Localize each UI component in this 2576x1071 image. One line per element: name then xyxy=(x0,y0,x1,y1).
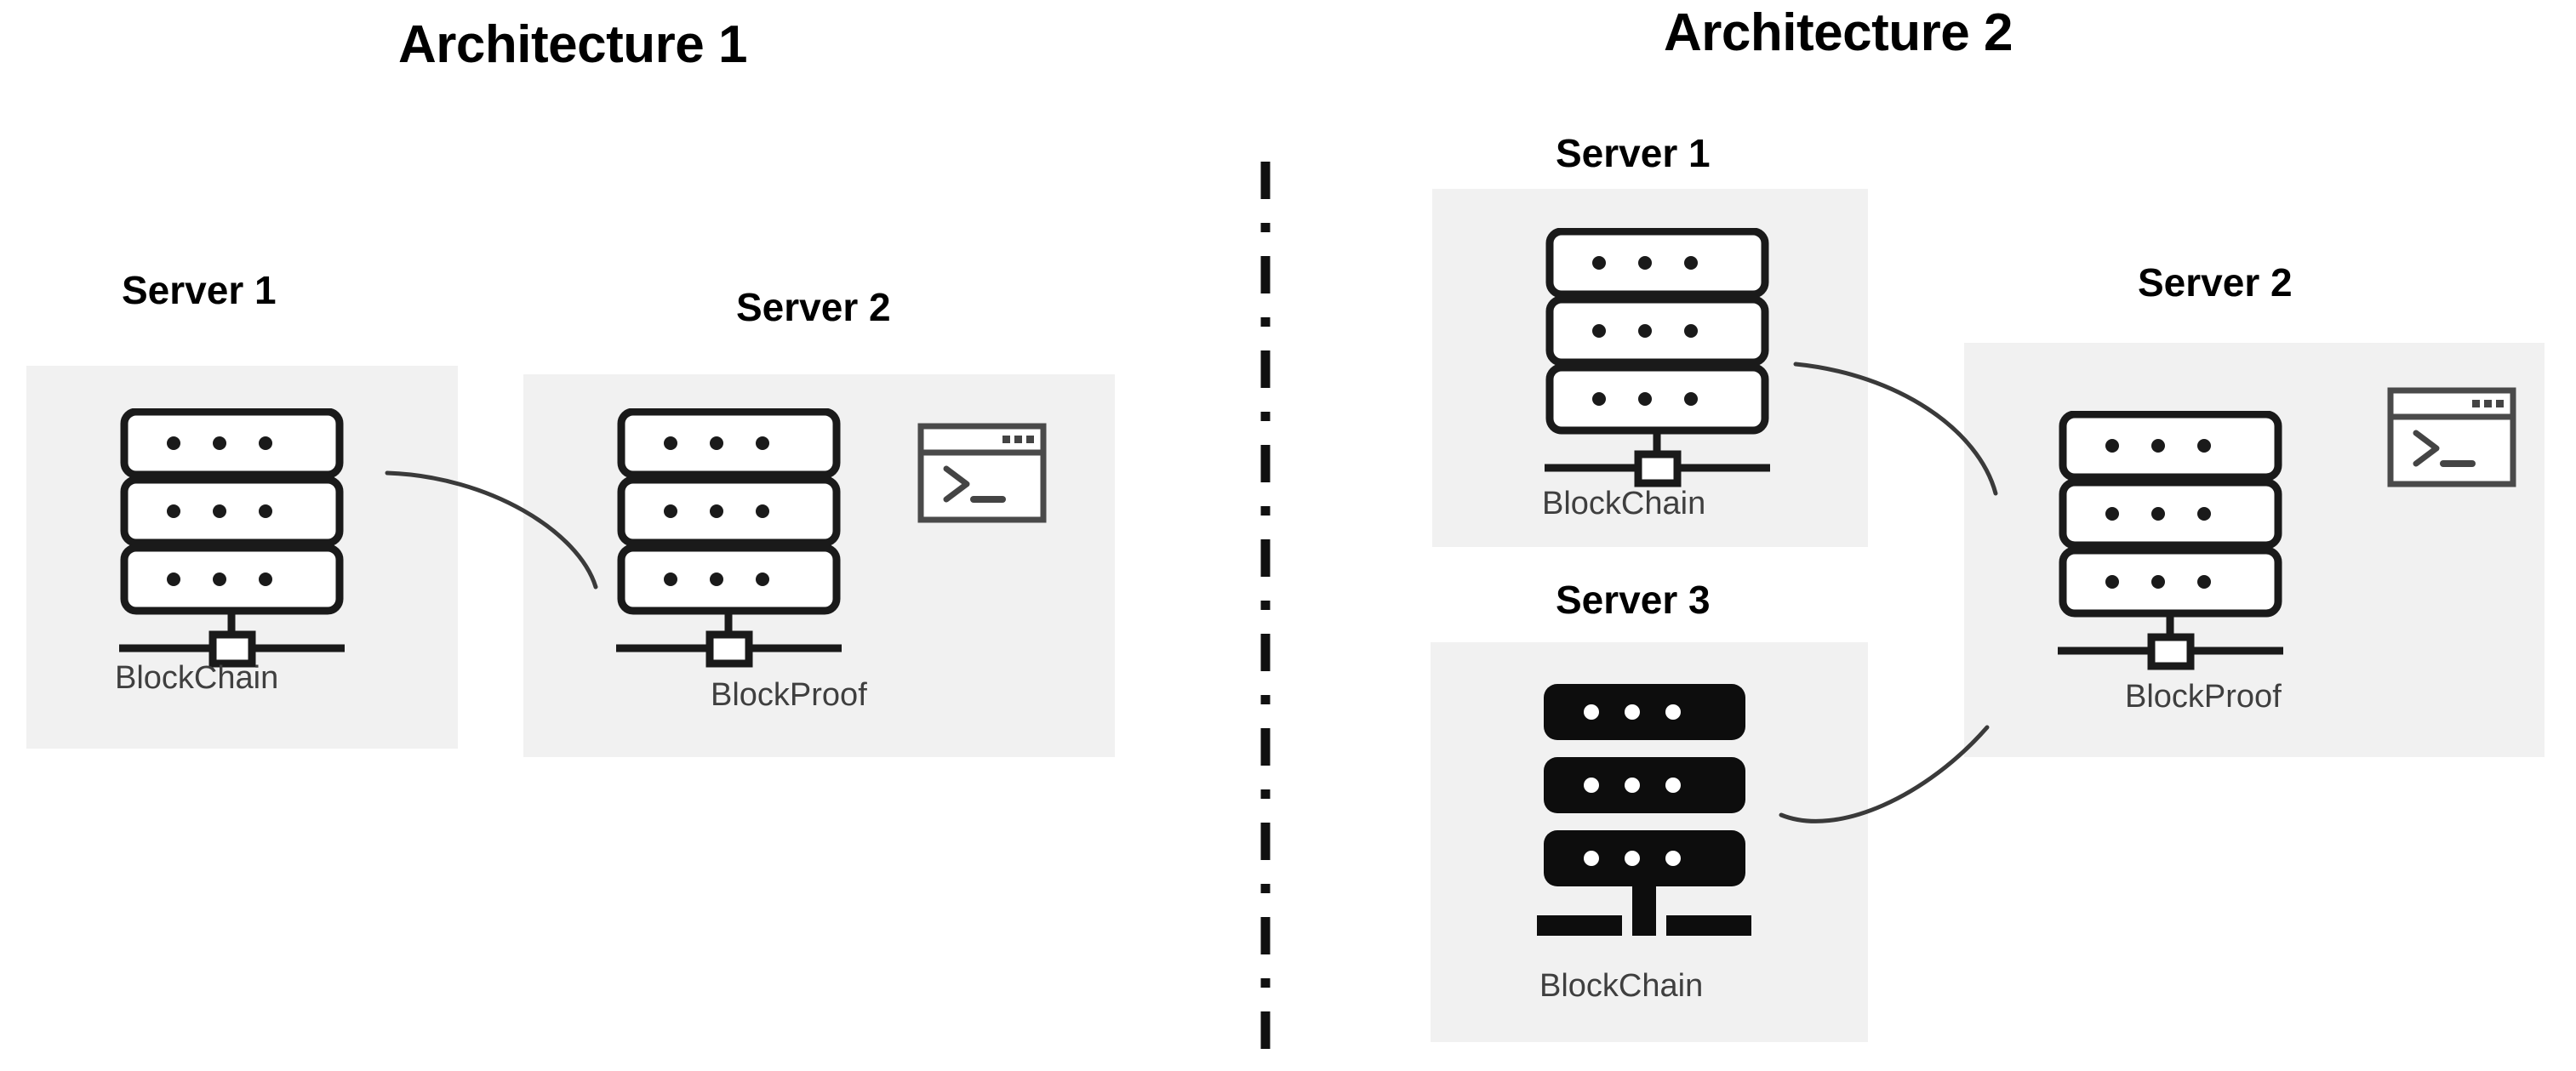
server-label-arch1-server-2: Server 2 xyxy=(736,285,891,329)
node-caption-arch2-server1-blockchain: BlockChain xyxy=(1542,486,1706,521)
server-rack-solid-icon[interactable] xyxy=(1532,681,1757,944)
node-caption-arch1-server1-blockchain: BlockChain xyxy=(115,660,279,696)
server-label-arch2-server-1: Server 1 xyxy=(1556,131,1711,175)
server-rack-icon[interactable] xyxy=(1545,227,1770,492)
server-rack-icon[interactable] xyxy=(2058,410,2283,675)
node-caption-arch2-server3-blockchain: BlockChain xyxy=(1539,968,1704,1004)
node-caption-arch1-server2-blockproof: BlockProof xyxy=(711,677,867,713)
terminal-window-icon[interactable] xyxy=(2387,387,2516,492)
server-label-arch1-server-1: Server 1 xyxy=(122,268,277,312)
server-rack-icon[interactable] xyxy=(616,407,842,672)
node-caption-arch2-server2-blockproof: BlockProof xyxy=(2125,679,2282,715)
architecture-title-1: Architecture 1 xyxy=(398,15,747,74)
server-label-arch2-server-3: Server 3 xyxy=(1556,578,1711,622)
server-rack-icon[interactable] xyxy=(119,407,345,672)
server-label-arch2-server-2: Server 2 xyxy=(2138,260,2293,305)
terminal-window-icon[interactable] xyxy=(917,423,1047,527)
architecture-title-2: Architecture 2 xyxy=(1664,3,2013,62)
